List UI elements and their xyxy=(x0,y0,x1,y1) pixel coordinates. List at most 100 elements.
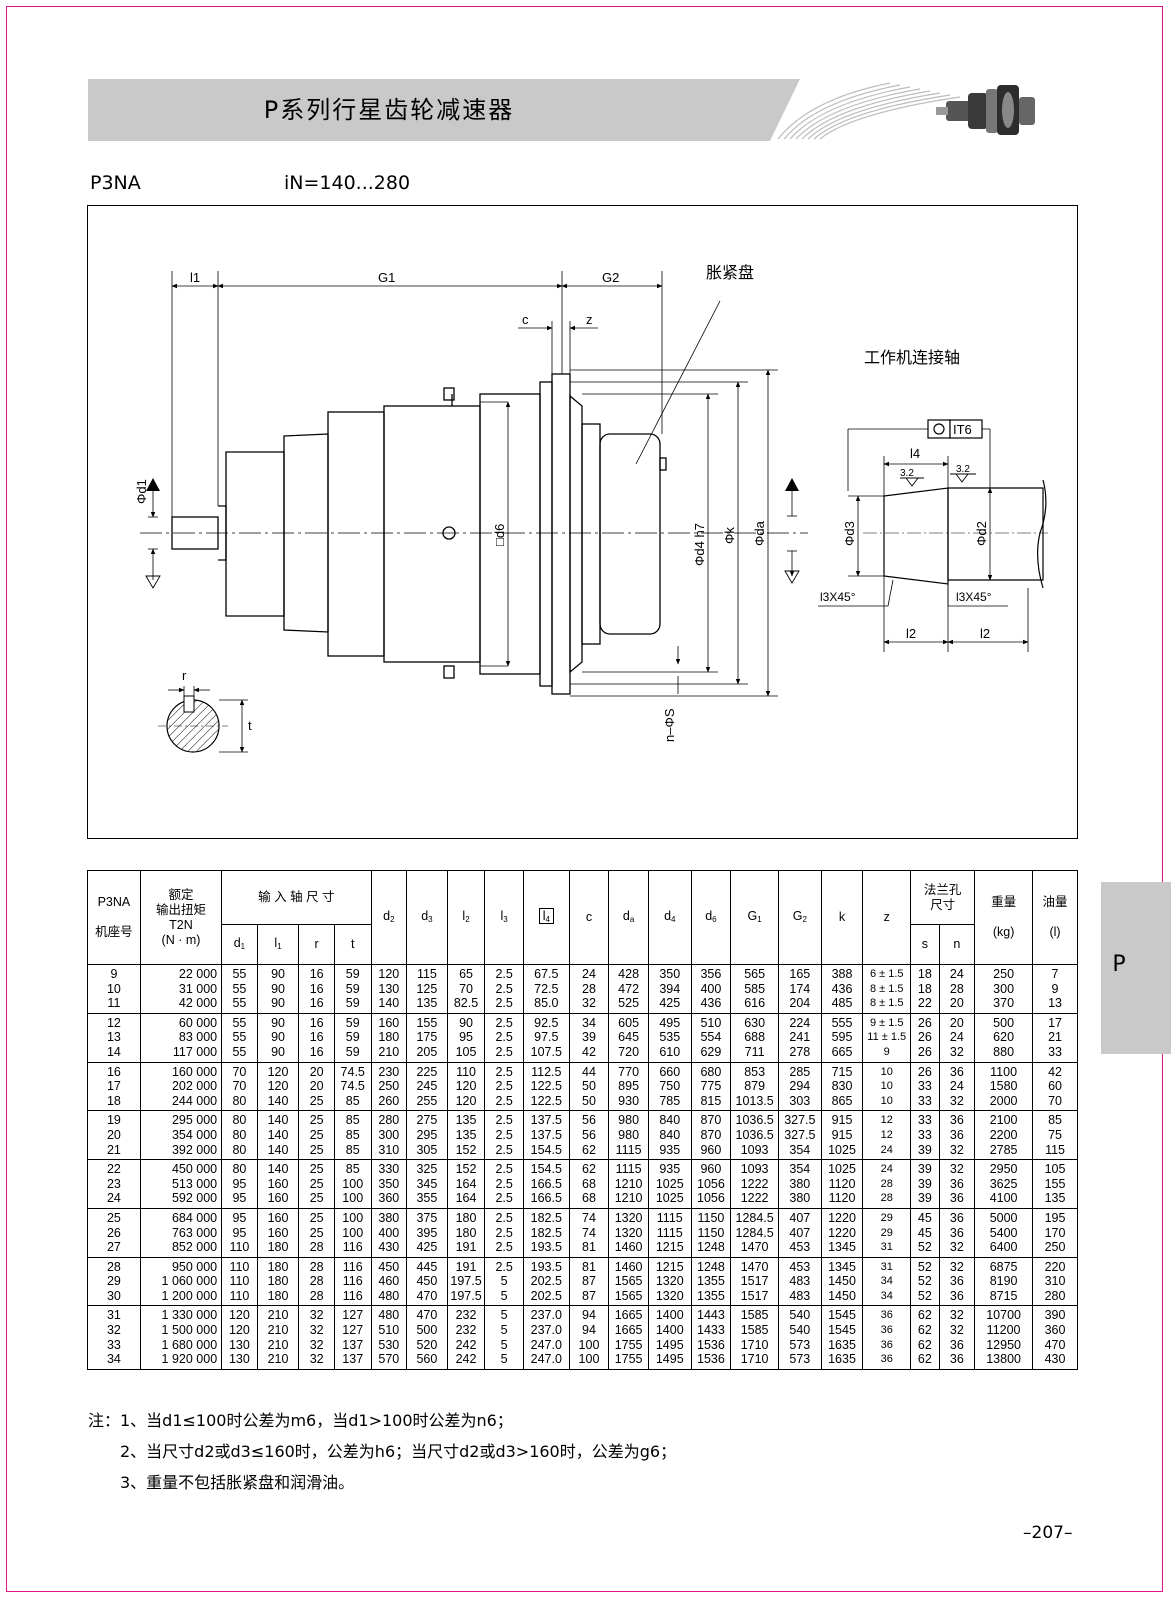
header-l4-box: l4 xyxy=(538,907,554,924)
header-G1-sub: 1 xyxy=(757,914,762,924)
reducer-outline-drawing: l1 G1 G2 c z 胀紧盘 工作机连接轴 IT6 l4 3.2 3.2 l… xyxy=(134,263,1048,753)
header-oil-label: 油量 xyxy=(1042,895,1068,909)
header-r: r xyxy=(298,924,335,965)
header-G2: G2 xyxy=(778,870,822,965)
header-weight: 重量(kg) xyxy=(974,870,1034,965)
label-l1: l1 xyxy=(190,270,200,285)
header-d4: d4 xyxy=(647,870,692,965)
label-d3: Φd3 xyxy=(842,521,857,546)
header-l2: l2 xyxy=(446,870,486,965)
header-d1: d1 xyxy=(221,924,258,965)
header-oil-unit: (l) xyxy=(1049,925,1061,939)
header-da: da xyxy=(608,870,649,965)
section-side-tab: P xyxy=(1101,882,1171,1054)
label-l4: l4 xyxy=(910,446,920,461)
page-number: –207– xyxy=(1023,1523,1073,1543)
header-l3-text: l xyxy=(500,908,504,923)
header-d6-sub: 6 xyxy=(712,914,717,924)
dimension-drawing: l1 G1 G2 c z 胀紧盘 工作机连接轴 IT6 l4 3.2 3.2 l… xyxy=(87,205,1078,839)
label-roughness-1: 3.2 xyxy=(900,468,914,479)
label-l2-left: l2 xyxy=(906,626,916,641)
page-title: P系列行星齿轮减速器 xyxy=(263,96,515,124)
header-l1: l1 xyxy=(256,924,300,965)
header-l1-text: l xyxy=(274,935,278,950)
ratio-range: iN=140...280 xyxy=(284,172,411,194)
header-G2-text: G xyxy=(792,908,803,923)
header-d2-text: d xyxy=(383,908,391,923)
notes: 注：1、当d1≤100时公差为m6，当d1>100时公差为n6； 2、当尺寸d2… xyxy=(88,1405,676,1498)
label-d4: Φd4 h7 xyxy=(692,523,707,566)
label-k: Φk xyxy=(722,527,737,544)
header-d1-text: d xyxy=(233,935,241,950)
header-l2-text: l xyxy=(462,908,466,923)
header-l2-sub: 2 xyxy=(465,914,470,924)
note-3: 3、重量不包括胀紧盘和润滑油。 xyxy=(120,1473,355,1492)
